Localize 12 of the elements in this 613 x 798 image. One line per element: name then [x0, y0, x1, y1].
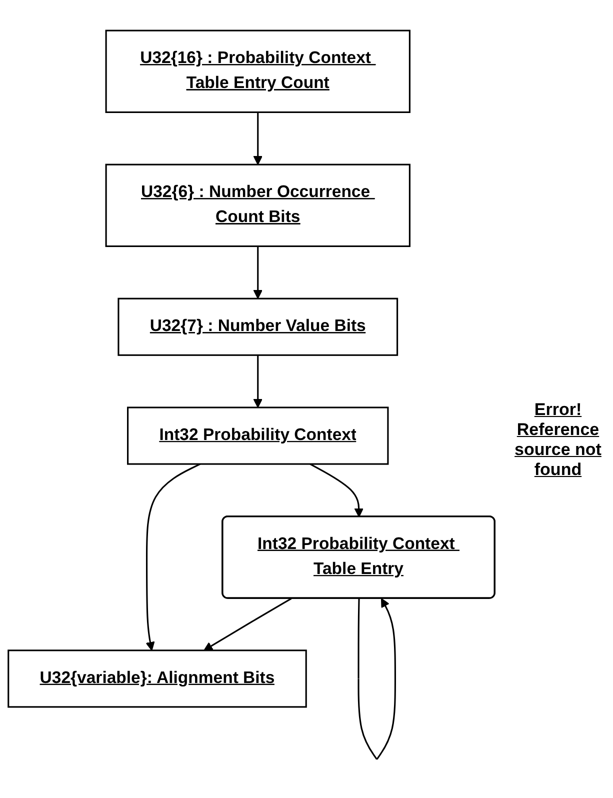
arrow: [146, 463, 201, 651]
arrow: [253, 355, 262, 408]
arrow: [310, 463, 364, 518]
arrow: [253, 112, 262, 165]
arrow: [253, 246, 262, 300]
node-box: U32{variable}: Alignment Bits: [8, 650, 307, 708]
node-box: U32{7} : Number Value Bits: [118, 298, 398, 356]
node-box: Int32 Probability Context: [127, 406, 389, 465]
node-box: U32{16} : Probability Context Table Entry Count: [105, 30, 410, 113]
node-box: U32{6} : Number Occurrence Count Bits: [105, 164, 410, 248]
note-text: Error! Reference source not found: [514, 400, 602, 480]
arrow: [204, 598, 292, 651]
